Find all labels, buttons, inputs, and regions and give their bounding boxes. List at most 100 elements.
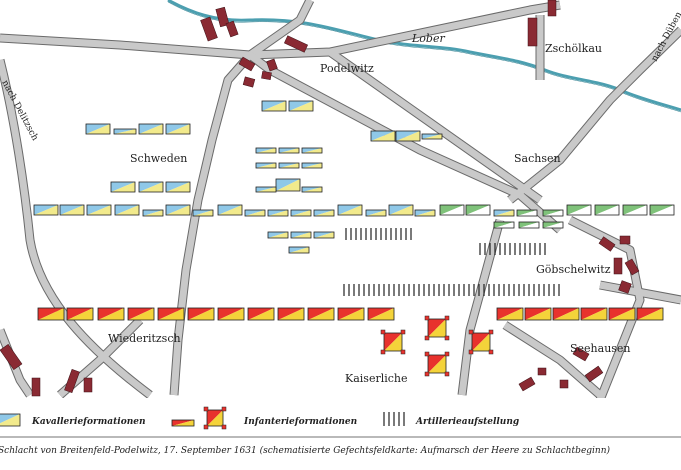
saxon-infantry	[493, 209, 515, 217]
imperial-cavalry	[217, 307, 245, 321]
imperial-cavalry	[636, 307, 664, 321]
swedish-cavalry	[388, 204, 414, 216]
saxon-cavalry	[594, 204, 620, 216]
legend-infantry-swatch	[171, 419, 195, 427]
road	[599, 281, 681, 304]
road	[458, 219, 504, 396]
road	[568, 216, 644, 402]
swedish-infantry	[255, 186, 277, 193]
label-podelwitz: Podelwitz	[320, 62, 374, 75]
label-wiederitzsch: Wiederitzsch	[108, 332, 181, 345]
village-building	[0, 343, 23, 371]
label-kaiserliche: Kaiserliche	[345, 372, 408, 385]
imperial-cavalry	[307, 307, 335, 321]
village-building	[31, 377, 41, 397]
imperial-artillery	[343, 284, 560, 296]
saxon-infantry	[542, 209, 564, 217]
village-building	[238, 56, 256, 72]
swedish-infantry	[255, 162, 277, 169]
troop-formations	[33, 100, 675, 377]
swedish-cavalry	[59, 204, 85, 216]
swedish-cavalry	[142, 209, 164, 217]
road	[247, 52, 563, 233]
imperial-cavalry	[277, 307, 305, 321]
saxon-infantry	[518, 221, 540, 229]
village-building	[598, 236, 616, 252]
village-building	[261, 70, 272, 81]
legend-infantry-label: Infanterieformationen	[243, 417, 357, 427]
swedish-infantry	[278, 162, 300, 169]
village-building	[559, 379, 569, 389]
swedish-infantry	[301, 147, 323, 154]
road-outline	[169, 52, 254, 396]
legend-cavalry-symbol	[0, 413, 21, 427]
village-building	[527, 17, 538, 47]
swedish-cavalry	[165, 123, 191, 135]
swedish-cavalry	[244, 209, 266, 217]
saxon-artillery	[479, 243, 546, 255]
swedish-infantry	[301, 186, 323, 193]
label-seehausen: Seehausen	[570, 342, 631, 355]
imperial-cavalry	[552, 307, 580, 321]
village-building	[624, 258, 640, 276]
legend-cavalry-label: Kavallerieformationen	[31, 417, 146, 427]
swedish-cavalry	[261, 100, 287, 112]
village-building	[572, 346, 590, 362]
village-building	[215, 6, 230, 28]
imperial-cavalry	[157, 307, 185, 321]
swedish-infantry	[278, 147, 300, 154]
artillery-positions	[343, 228, 560, 296]
village-building	[200, 16, 218, 42]
imperial-cavalry	[97, 307, 125, 321]
label-sachsen: Sachsen	[514, 152, 561, 165]
legend-cavalry-swatch	[0, 413, 21, 427]
swedish-infantry	[288, 246, 310, 254]
road	[503, 322, 603, 398]
imperial-infantry-tercio	[468, 329, 494, 355]
label-zschoelkau: Zschölkau	[545, 42, 602, 55]
swedish-infantry	[301, 162, 323, 169]
imperial-cavalry	[37, 307, 65, 321]
swedish-cavalry	[365, 209, 387, 217]
legend-infantry-symbol	[171, 406, 227, 430]
village-building	[242, 76, 256, 88]
village-building	[266, 58, 278, 72]
imperial-cavalry	[524, 307, 552, 321]
saxon-cavalry	[649, 204, 675, 216]
swedish-cavalry	[290, 209, 312, 217]
village-building	[64, 368, 80, 394]
village-building	[584, 365, 604, 383]
saxon-infantry	[542, 221, 564, 229]
swedish-cavalry	[110, 181, 136, 193]
village-building	[518, 376, 536, 392]
village-building	[618, 280, 632, 294]
swedish-cavalry	[414, 209, 436, 217]
road	[0, 1, 561, 59]
road	[507, 27, 681, 203]
imperial-cavalry	[496, 307, 524, 321]
swedish-cavalry	[275, 178, 301, 192]
imperial-cavalry	[580, 307, 608, 321]
village-building	[619, 235, 631, 245]
imperial-infantry-tercio	[424, 315, 450, 341]
swedish-cavalry	[86, 204, 112, 216]
swedish-cavalry	[288, 100, 314, 112]
imperial-cavalry	[367, 307, 395, 321]
road-network	[0, 0, 681, 402]
imperial-cavalry	[608, 307, 636, 321]
imperial-cavalry	[337, 307, 365, 321]
village-building	[537, 367, 547, 376]
swedish-infantry	[267, 231, 289, 239]
imperial-cavalry	[247, 307, 275, 321]
swedish-infantry	[290, 231, 312, 239]
swedish-cavalry	[395, 130, 421, 142]
village-buildings	[0, 0, 640, 397]
swedish-cavalry	[165, 204, 191, 216]
imperial-cavalry	[127, 307, 155, 321]
swedish-cavalry	[337, 204, 363, 216]
saxon-cavalry	[566, 204, 592, 216]
road	[0, 59, 153, 398]
legend-bg	[0, 398, 681, 443]
swedish-infantry	[421, 133, 443, 140]
village-building	[547, 0, 557, 17]
